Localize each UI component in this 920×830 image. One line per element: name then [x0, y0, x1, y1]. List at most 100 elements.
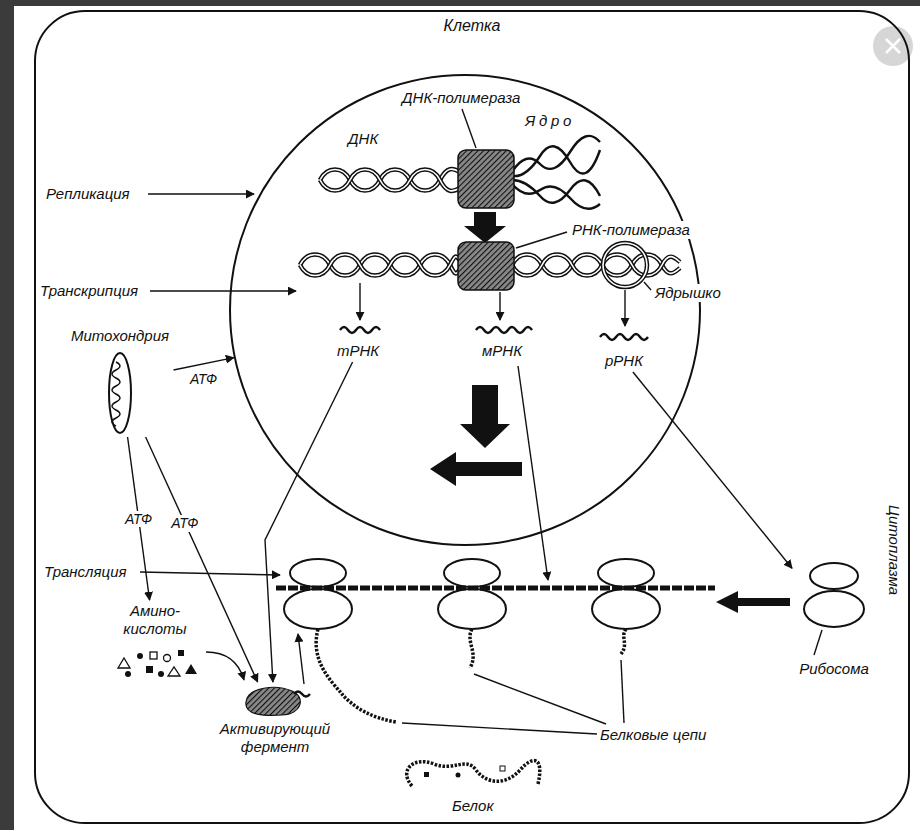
nucleus-outline — [230, 75, 700, 545]
block-arrow — [460, 385, 510, 448]
block-arrow — [464, 212, 506, 243]
dna-strand — [300, 255, 460, 276]
nucleolus-loop — [603, 243, 647, 287]
dna-polymerase-blob — [458, 150, 514, 208]
nucleolus-loop — [603, 243, 647, 287]
ribosome-large-subunit — [438, 589, 506, 629]
amino-acid-symbol — [150, 652, 157, 659]
amino-acid-symbol — [168, 667, 180, 676]
dna-strand — [320, 170, 460, 191]
amino-acid-symbol — [158, 671, 164, 677]
pointer-arrow — [298, 634, 304, 684]
mitochondrion: Митохондрия — [67, 325, 174, 437]
enzyme-label: ДНК-полимераза — [400, 89, 522, 107]
region-label: Цитоплазма — [885, 505, 903, 595]
dna-strand — [512, 255, 680, 276]
amino-acid-symbol — [137, 653, 143, 659]
process-label: Трансляция — [44, 563, 127, 581]
block-arrow — [716, 591, 790, 613]
protein-chain — [621, 629, 626, 654]
leader-line — [402, 723, 597, 734]
ribosome-small-subunit — [598, 559, 654, 587]
pointer-arrow — [148, 193, 254, 194]
small-arrow — [624, 290, 625, 326]
dna-strand — [300, 255, 460, 276]
ribosome-small-subunit — [290, 559, 346, 587]
process-label: Транскрипция — [40, 282, 138, 300]
dna-strand — [300, 255, 460, 276]
mitochondrion-body — [109, 353, 131, 433]
folded-protein — [407, 761, 540, 786]
mrna-arrow — [518, 366, 548, 580]
amino-acid-symbol — [164, 655, 171, 662]
molecule-label: ДНК — [348, 130, 378, 148]
process-label: Репликация — [46, 185, 130, 203]
close-cross — [886, 39, 900, 53]
ribosome-small-subunit — [810, 563, 858, 589]
leader-line — [621, 660, 624, 723]
block-arrow — [430, 452, 522, 486]
enzyme-label: ДНК-полимераза — [400, 89, 522, 107]
dna-strand — [320, 170, 460, 191]
cell-outline-border — [35, 11, 909, 823]
organelle-label: Ядрышко — [653, 284, 723, 302]
dna-fork-strand — [512, 146, 600, 176]
amino-acid-symbol — [500, 766, 505, 771]
process-label: Трансляция — [44, 563, 127, 581]
amino-acids-label: Амино- кислоты — [123, 602, 186, 638]
enzyme-label: Активирующий фермент — [220, 720, 330, 756]
leader-line — [644, 282, 651, 290]
leader-line — [462, 109, 476, 148]
dna-strand — [300, 255, 460, 276]
rna-squiggle — [476, 327, 532, 333]
curved-arrow — [206, 652, 244, 680]
edge-label: АТФ — [169, 514, 200, 532]
amino-acid-symbol — [456, 773, 461, 778]
mrna-node: мРНК — [478, 340, 526, 362]
dna-strand — [512, 255, 680, 276]
cell-heading: Клетка — [34, 16, 910, 35]
protein-label: Белок — [452, 797, 494, 815]
region-label: Цитоплазма — [885, 505, 903, 595]
amino-acid-symbol — [424, 772, 429, 777]
rna-squiggle — [600, 334, 648, 340]
amino-acid-symbol — [178, 650, 184, 656]
pointer-arrow — [150, 290, 296, 291]
mitochondrion-cristae — [112, 362, 120, 426]
connector-arrow — [265, 362, 353, 682]
process-label: Транскрипция — [40, 282, 138, 300]
rrna-label: рРНК — [605, 352, 644, 370]
chain-label: Белковые цепи — [600, 726, 706, 744]
energy-label: АТФ — [188, 371, 219, 388]
nucleus-shape — [229, 74, 701, 546]
edge-label: АТФ — [123, 510, 154, 528]
molecule-label: ДНК — [348, 130, 378, 148]
chain-label: Белковые цепи — [600, 726, 706, 744]
leader-line — [516, 232, 567, 248]
slide-ground — [14, 6, 920, 830]
ribosome-large-subunit — [592, 589, 660, 629]
rna-polymerase-blob — [458, 242, 514, 290]
trna-label: тРНК — [337, 342, 380, 360]
connector-arrow — [174, 358, 234, 370]
ribosome: Рибосома — [792, 560, 876, 680]
dna-fork-strand — [512, 180, 600, 203]
small-arrow — [499, 292, 500, 320]
amino-acids: Амино- кислоты — [106, 600, 204, 680]
amino-acid-symbol — [118, 658, 130, 668]
small-arrow — [359, 283, 360, 320]
cell-outline: КлеткаЯдро тРНК мРНК рРНК МитохондрияАмино- … — [34, 10, 910, 824]
nucleus-label: Ядро — [525, 112, 575, 130]
mitochondrion-label: Митохондрия — [71, 327, 170, 345]
cell-outline-shape — [34, 10, 910, 824]
amino-acid-symbol — [146, 666, 153, 673]
leader-line — [814, 630, 822, 655]
dna-fork-strand — [512, 184, 600, 209]
trna-node: тРНК — [333, 340, 384, 362]
connector-arrow — [146, 437, 258, 682]
dna-strand — [320, 169, 460, 190]
